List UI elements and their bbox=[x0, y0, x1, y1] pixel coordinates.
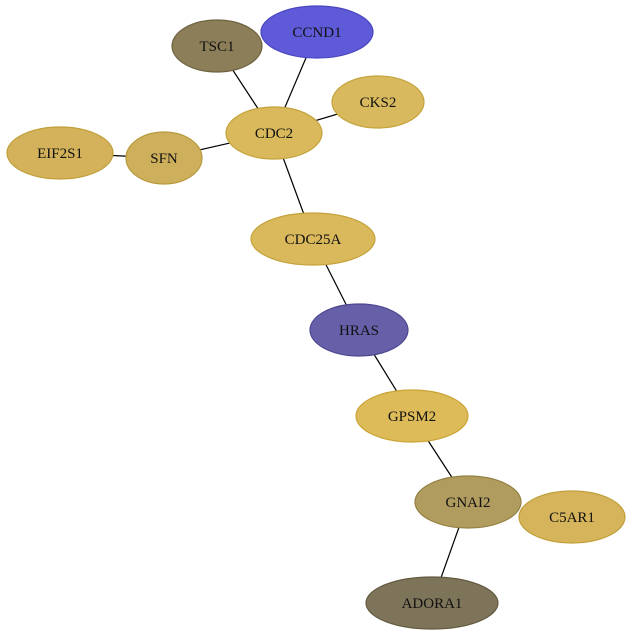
node-tsc1[interactable]: TSC1 bbox=[171, 19, 263, 73]
node-label-eif2s1: EIF2S1 bbox=[37, 146, 83, 162]
node-ellipse-gpsm2[interactable] bbox=[355, 389, 469, 443]
node-cdc2[interactable]: CDC2 bbox=[225, 106, 323, 160]
node-label-cdc25a: CDC25A bbox=[285, 232, 342, 248]
node-label-c5ar1: C5AR1 bbox=[549, 510, 595, 526]
node-ellipse-c5ar1[interactable] bbox=[518, 490, 626, 544]
node-sfn[interactable]: SFN bbox=[125, 131, 203, 185]
node-ellipse-tsc1[interactable] bbox=[171, 19, 263, 73]
node-ellipse-cks2[interactable] bbox=[331, 75, 425, 129]
node-eif2s1[interactable]: EIF2S1 bbox=[6, 126, 114, 180]
node-ellipse-cdc25a[interactable] bbox=[250, 212, 376, 266]
node-ellipse-gnai2[interactable] bbox=[414, 475, 522, 529]
node-adora1[interactable]: ADORA1 bbox=[365, 576, 499, 630]
node-gnai2[interactable]: GNAI2 bbox=[414, 475, 522, 529]
node-label-cks2: CKS2 bbox=[360, 95, 397, 111]
node-ellipse-cdc2[interactable] bbox=[225, 106, 323, 160]
node-label-hras: HRAS bbox=[339, 323, 379, 339]
node-ellipse-ccnd1[interactable] bbox=[260, 5, 374, 59]
node-cdc25a[interactable]: CDC25A bbox=[250, 212, 376, 266]
node-ellipse-adora1[interactable] bbox=[365, 576, 499, 630]
node-hras[interactable]: HRAS bbox=[309, 303, 409, 357]
node-label-ccnd1: CCND1 bbox=[292, 25, 341, 41]
node-label-sfn: SFN bbox=[150, 151, 178, 167]
node-ellipse-eif2s1[interactable] bbox=[6, 126, 114, 180]
node-label-tsc1: TSC1 bbox=[199, 39, 234, 55]
node-label-gpsm2: GPSM2 bbox=[388, 409, 436, 425]
node-label-cdc2: CDC2 bbox=[255, 126, 293, 142]
node-gpsm2[interactable]: GPSM2 bbox=[355, 389, 469, 443]
node-label-adora1: ADORA1 bbox=[402, 596, 463, 612]
node-c5ar1[interactable]: C5AR1 bbox=[518, 490, 626, 544]
node-ellipse-sfn[interactable] bbox=[125, 131, 203, 185]
node-cks2[interactable]: CKS2 bbox=[331, 75, 425, 129]
node-label-gnai2: GNAI2 bbox=[446, 495, 491, 511]
node-ellipse-hras[interactable] bbox=[309, 303, 409, 357]
node-ccnd1[interactable]: CCND1 bbox=[260, 5, 374, 59]
